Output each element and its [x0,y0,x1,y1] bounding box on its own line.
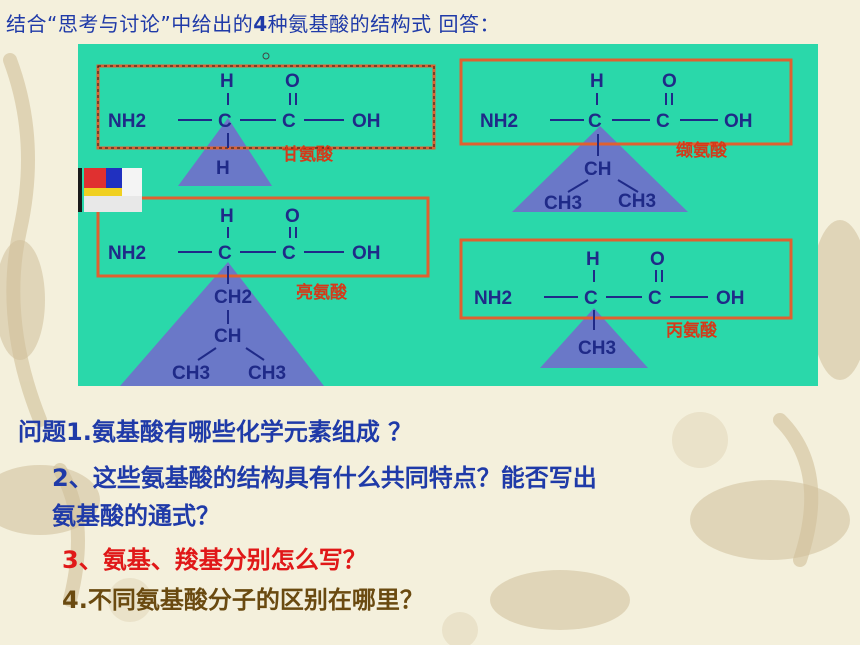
valine-backbone-box [459,58,793,146]
leucine-ch3-left: CH3 [172,363,210,384]
valine-oh: OH [724,111,753,132]
glycine-name: 甘氨酸 [282,144,334,165]
valine-h-top: H [590,71,604,92]
title-number: 4 [253,12,268,36]
slide-title: 结合“思考与讨论”中给出的4种氨基酸的结构式 回答： [6,8,500,37]
leucine-r-triangle [120,262,324,386]
question-3: 3、氨基、羧基分别怎么写？ [62,546,367,574]
glycine-oh: OH [352,111,381,132]
leucine-ch2: CH2 [214,287,252,308]
alanine-r-triangle [540,308,648,368]
alanine-c-carboxyl: C [648,288,662,309]
valine-name: 缬氨酸 [676,140,728,161]
leucine-ch: CH [214,326,241,347]
valine-o: O [662,71,677,92]
leucine-oh: OH [352,243,381,264]
alanine-ch3: CH3 [578,338,616,359]
leucine-o: O [285,206,300,227]
selection-outline [97,65,435,149]
alanine-o: O [650,249,665,270]
leucine-structure: H O NH2 C C OH CH2 CH CH3 CH3 亮氨酸 [96,196,430,386]
glycine-c-carboxyl: C [282,111,296,132]
rotation-handle-icon [262,52,270,60]
title-prefix: 结合“思考与讨论”中给出的 [6,12,254,36]
valine-r-triangle [512,126,688,212]
glycine-structure: H O NH2 C C OH H 甘氨酸 [96,52,436,186]
decorative-stripes [78,168,142,212]
leucine-ch3-right: CH3 [248,363,286,384]
valine-c-carboxyl: C [656,111,670,132]
glycine-h-top: H [220,71,234,92]
alanine-name: 丙氨酸 [666,320,718,341]
valine-ch: CH [584,159,611,180]
leucine-c-carboxyl: C [282,243,296,264]
leucine-name: 亮氨酸 [296,282,348,303]
leucine-nh2: NH2 [108,243,146,264]
glycine-o: O [285,71,300,92]
leucine-h-top: H [220,206,234,227]
valine-ch3-right: CH3 [618,191,656,212]
alanine-oh: OH [716,288,745,309]
alanine-structure: H O NH2 C C OH CH3 丙氨酸 [459,238,793,368]
question-2-line-1: 2、这些氨基酸的结构具有什么共同特点？能否写出 [52,464,597,492]
alanine-h-top: H [586,249,600,270]
leucine-c-alpha: C [218,243,232,264]
glycine-backbone-box [96,64,436,150]
valine-ch3-left: CH3 [544,193,582,214]
glycine-nh2: NH2 [108,111,146,132]
glycine-c-alpha: C [218,111,232,132]
leucine-backbone-box [96,196,430,278]
alanine-c-alpha: C [584,288,598,309]
valine-structure: H O NH2 C C OH CH CH3 CH3 缬氨酸 [459,58,793,214]
alanine-backbone-box [459,238,793,320]
valine-nh2: NH2 [480,111,518,132]
title-suffix: 种氨基酸的结构式 回答： [267,12,501,36]
valine-c-alpha: C [588,111,602,132]
glycine-r-h: H [216,158,230,179]
glycine-r-triangle [178,118,272,186]
alanine-nh2: NH2 [474,288,512,309]
question-1: 问题1.氨基酸有哪些化学元素组成 ？ [18,418,413,446]
question-4: 4.不同氨基酸分子的区别在哪里？ [62,586,424,614]
question-2-line-2: 氨基酸的通式？ [52,502,220,530]
